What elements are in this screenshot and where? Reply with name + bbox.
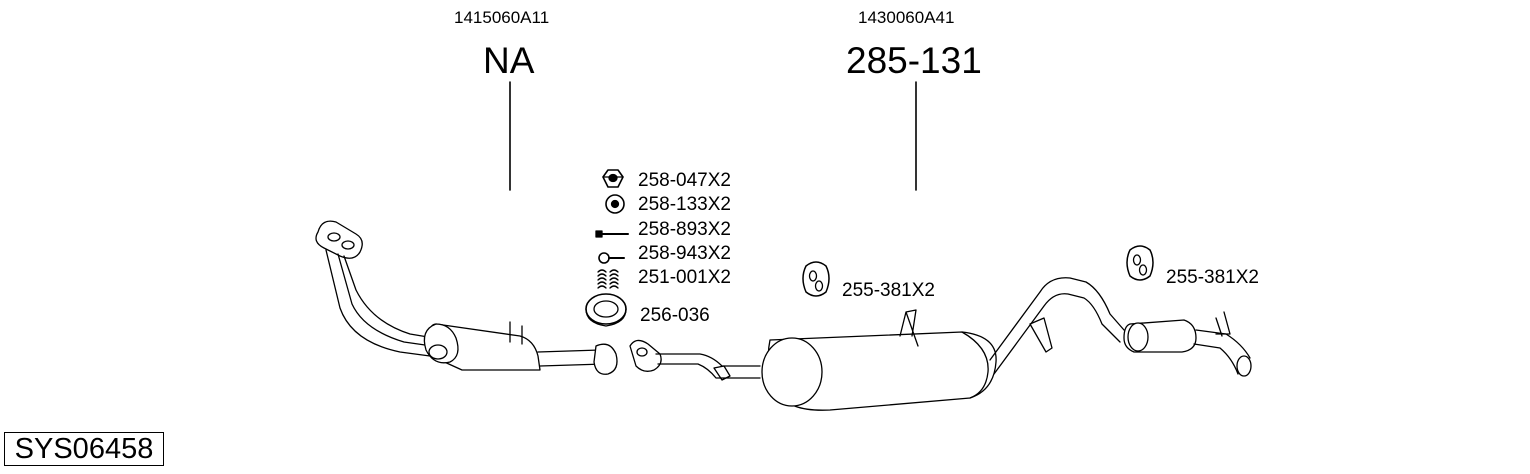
- hanger-label-right: 255-381X2: [1166, 267, 1259, 288]
- tailpipe-outlet: [1237, 356, 1251, 376]
- pipe-bracket: [714, 366, 730, 380]
- kit-label-bolt: 258-943X2: [638, 243, 731, 264]
- kit-label-gasket: 256-036: [640, 305, 710, 326]
- spring-icon: [598, 270, 618, 288]
- kit-label-spring: 251-001X2: [638, 267, 731, 288]
- hex-nut-icon: [603, 170, 623, 187]
- oe-number-front: 1415060A11: [454, 8, 550, 27]
- part-number-front: NA: [483, 40, 535, 81]
- down-pipe: [326, 250, 430, 356]
- rear-inlet-hole: [637, 348, 647, 356]
- system-code-box: SYS06458: [4, 432, 164, 466]
- flange-hole: [342, 241, 354, 249]
- front-outlet-flange: [594, 344, 617, 374]
- down-pipe: [344, 256, 434, 338]
- bolt-icon: [599, 253, 624, 263]
- kit-label-nut: 258-047X2: [638, 170, 731, 191]
- kit-label-long-bolt: 258-893X2: [638, 219, 731, 240]
- rubber-hanger-icon: [1127, 246, 1153, 280]
- rear-silencer-seam: [962, 332, 988, 398]
- tailpipe-hanger-bracket: [1216, 312, 1230, 336]
- rear-assembly: [630, 278, 1251, 410]
- down-pipe: [338, 254, 432, 346]
- rear-inlet-flange: [630, 340, 661, 371]
- front-silencer-inlet: [429, 345, 447, 359]
- part-number-rear: 285-131: [846, 40, 982, 81]
- flange-hole: [328, 233, 340, 241]
- kit-label-washer: 258-133X2: [638, 194, 731, 215]
- tail-pipe-bracket: [1030, 318, 1052, 352]
- front-pipe-assembly: [316, 221, 617, 374]
- hanger-label-left: 255-381X2: [842, 280, 935, 301]
- washer-ring-icon: [606, 195, 624, 213]
- rubber-hanger-icon: [803, 262, 829, 296]
- intermediate-pipe: [656, 354, 760, 378]
- oe-number-rear: 1430060A41: [858, 8, 955, 27]
- tail-resonator-face: [1128, 323, 1148, 351]
- silencer-hanger-bracket: [900, 310, 918, 346]
- long-bolt-icon: [596, 231, 628, 237]
- rear-silencer-front-face: [762, 338, 822, 406]
- gasket-ring-icon: [586, 294, 626, 326]
- front-outlet-pipe: [538, 350, 604, 366]
- tail-pipe: [990, 278, 1124, 374]
